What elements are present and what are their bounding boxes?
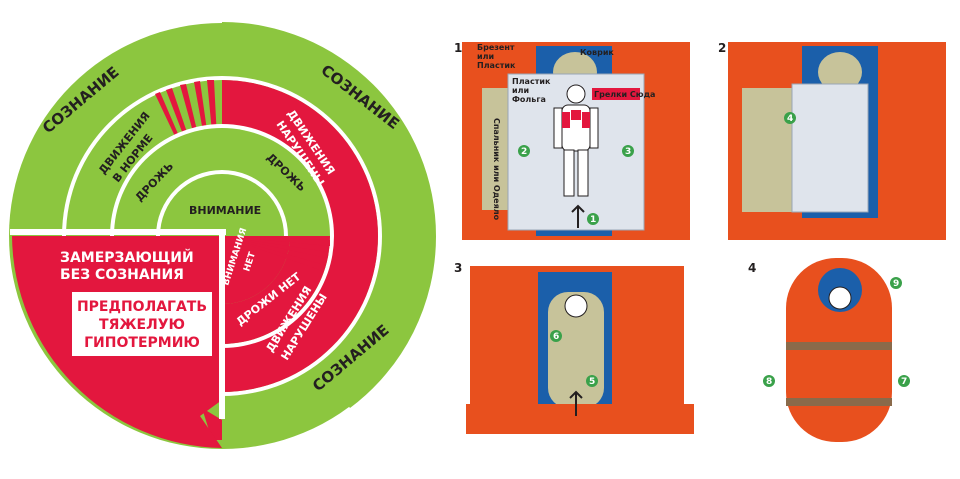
step-8-label: 8 (766, 377, 772, 387)
label-grelki: Грелки Сюда (594, 90, 655, 99)
step-4-circle (784, 112, 796, 124)
arrow-up-panel-3 (569, 390, 583, 416)
step-9-circle (890, 277, 902, 289)
grelki-label-bg (592, 88, 640, 100)
label-kovrik: Коврик (580, 48, 614, 57)
label-brezent-3: Пластик (477, 61, 516, 70)
warning-line-1: ПРЕДПОЛАГАТЬ (77, 299, 207, 315)
panel-3-number: 3 (454, 261, 462, 275)
blanket-panel-2 (742, 88, 798, 212)
step-6-circle (550, 330, 562, 342)
step-8-circle (763, 375, 775, 387)
panel-1-number: 1 (454, 41, 462, 55)
step-4-label: 4 (787, 114, 793, 124)
panel-4-number: 4 (748, 261, 756, 275)
heat-pack-chest (571, 110, 581, 120)
arrow-up-panel-1 (571, 204, 585, 228)
face-opening-panel-4 (828, 286, 852, 310)
label-zamerzayushchiy-1: ЗАМЕРЗАЮЩИЙ (60, 249, 194, 266)
step-1-label: 1 (590, 215, 596, 225)
step-3-label: 3 (625, 147, 631, 157)
step-5-circle (586, 375, 598, 387)
wrapped-foil-panel-2 (791, 83, 869, 213)
warning-line-2: ТЯЖЕЛУЮ (99, 317, 185, 333)
panel-1: 1 Брезент или Пластик Коврик Пластик или… (454, 41, 690, 240)
strap-1 (786, 342, 892, 350)
step-9-label: 9 (893, 279, 899, 289)
label-plastik-3: Фольга (512, 95, 546, 104)
heat-pack-right (582, 112, 590, 128)
label-spalnik: Спальник или Одеяло (492, 118, 501, 221)
step-1-circle (587, 213, 599, 225)
label-vnimanie: ВНИМАНИЕ (189, 204, 261, 217)
step-3-circle (622, 145, 634, 157)
warning-line-3: ГИПОТЕРМИЮ (84, 335, 200, 351)
step-7-circle (898, 375, 910, 387)
label-plastik-2: или (512, 86, 529, 95)
label-plastik-1: Пластик (512, 77, 551, 86)
hypothermia-circle: СОЗНАНИЕ СОЗНАНИЕ СОЗНАНИЕ ДВИЖЕНИЯ В НО… (9, 22, 437, 449)
step-2-circle (518, 145, 530, 157)
step-2-label: 2 (521, 147, 527, 157)
panel-4: 4 9 7 8 (748, 258, 910, 442)
heat-pack-left (562, 112, 570, 128)
warning-box (72, 292, 212, 356)
step-5-label: 5 (589, 377, 595, 387)
step-6-label: 6 (553, 332, 559, 342)
panel-3: 3 6 5 (454, 261, 694, 434)
tarp-fold-panel-3 (466, 404, 694, 434)
panel-2: 2 4 (718, 41, 946, 240)
label-brezent-1: Брезент (477, 43, 515, 52)
step-7-label: 7 (901, 377, 907, 387)
label-zamerzayushchiy-2: БЕЗ СОЗНАНИЯ (60, 267, 184, 283)
panel-2-number: 2 (718, 41, 726, 55)
person-figure (553, 84, 599, 197)
strap-2 (786, 398, 892, 406)
face-opening-panel-3 (564, 294, 588, 318)
bag-hood-panel-2 (818, 52, 862, 92)
label-brezent-2: или (477, 52, 494, 61)
vertical-divider (219, 229, 225, 419)
horizontal-divider (10, 229, 226, 235)
red-stripes-right (222, 236, 330, 271)
